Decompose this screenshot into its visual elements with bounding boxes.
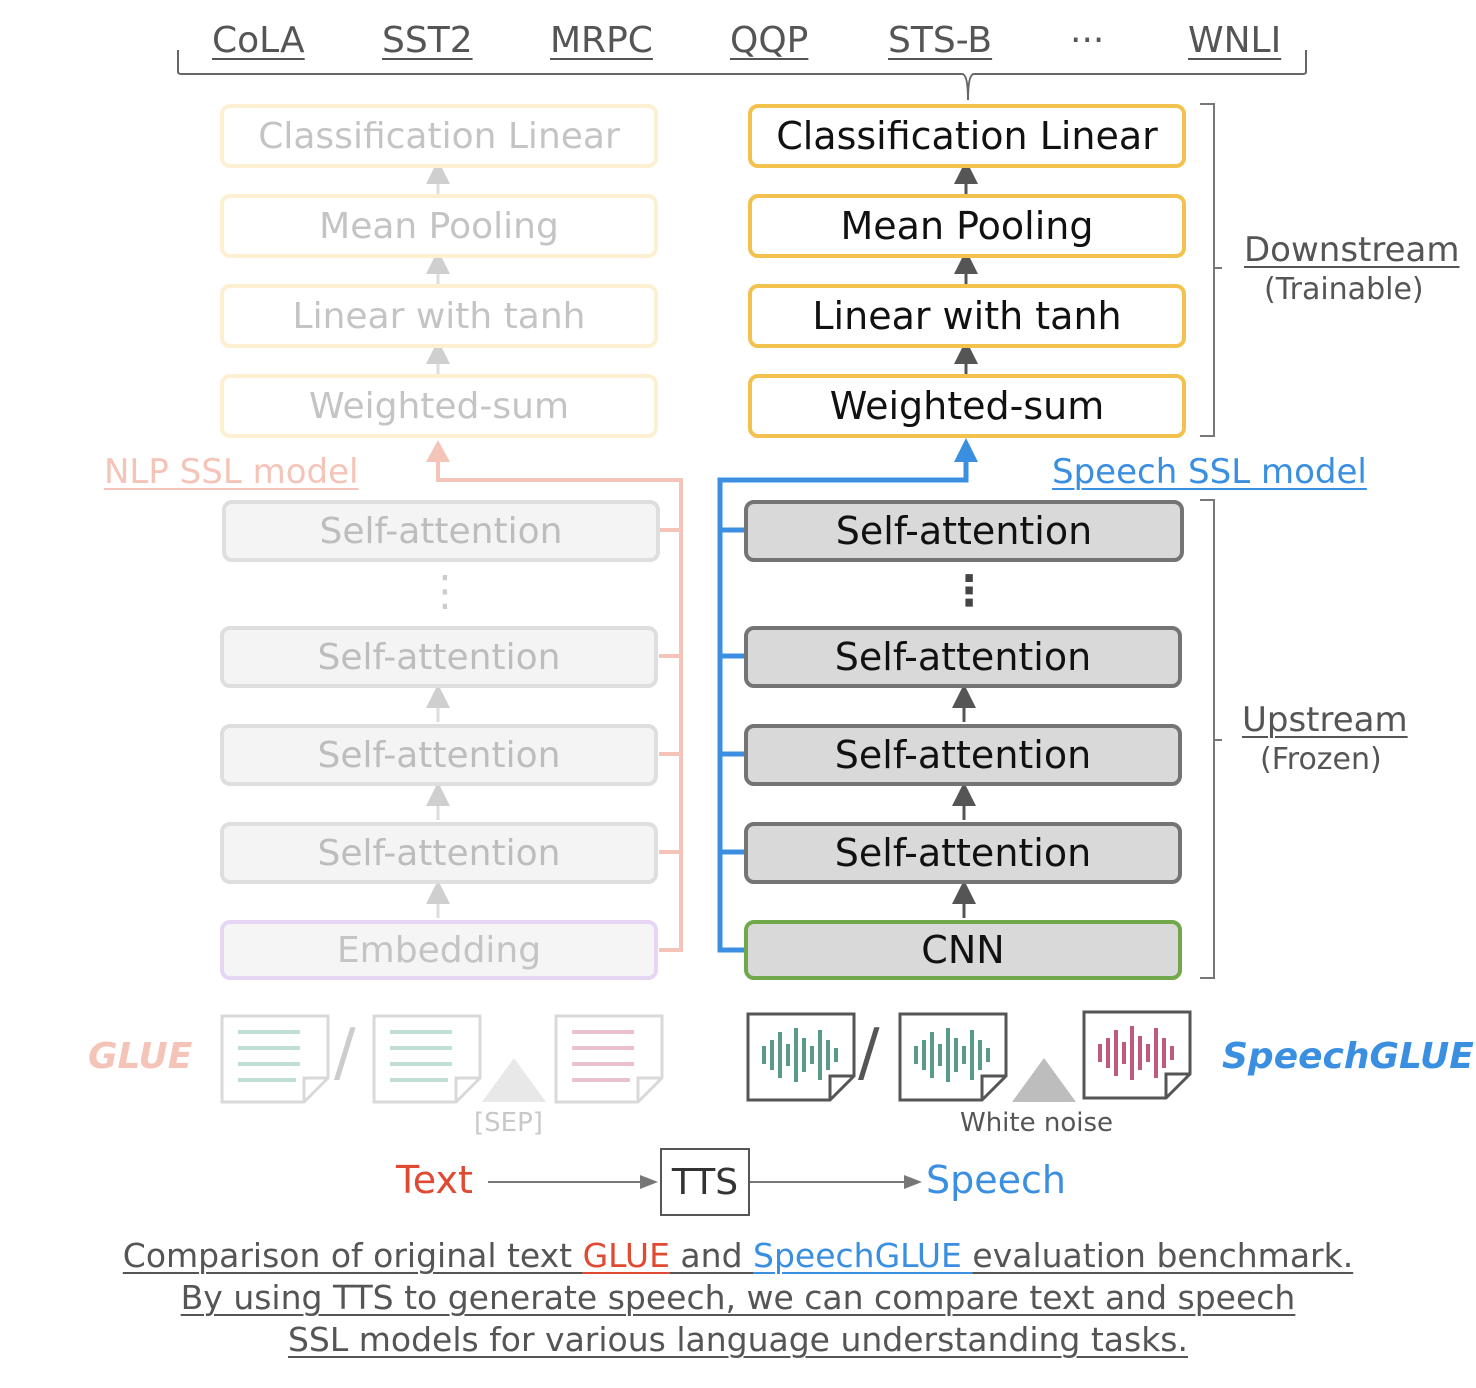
nlp-ellipsis-dots: ⋮ — [424, 566, 466, 615]
caption-line-3: SSL models for various language understa… — [287, 1320, 1188, 1359]
speech-waveform-icon-2 — [898, 1012, 1008, 1102]
glue-document-icon-3 — [554, 1014, 664, 1104]
speech-self-attention-2: Self-attention — [744, 724, 1182, 786]
nlp-ssl-model-label: NLP SSL model — [104, 452, 359, 492]
downstream-bracket — [1200, 103, 1222, 437]
sep-label: [SEP] — [474, 1108, 543, 1138]
speech-mean-pooling: Mean Pooling — [748, 194, 1186, 258]
task-brace — [177, 50, 1307, 101]
task-cola: CoLA — [212, 20, 305, 61]
task-sst2: SST2 — [382, 20, 473, 61]
upstream-label: Upstream — [1242, 700, 1408, 740]
white-noise-triangle — [1012, 1058, 1076, 1102]
speechglue-label: SpeechGLUE — [1222, 1036, 1474, 1077]
speech-classification-linear: Classification Linear — [748, 104, 1186, 168]
task-wnli: WNLI — [1188, 20, 1282, 61]
glue-document-icon-2 — [372, 1014, 482, 1104]
nlp-self-attention-1: Self-attention — [220, 822, 658, 884]
task-qqp: QQP — [730, 20, 809, 61]
nlp-self-attention-top: Self-attention — [222, 500, 660, 562]
text-label: Text — [396, 1158, 473, 1202]
nlp-aggregation-line — [436, 462, 683, 952]
glue-label: GLUE — [88, 1036, 193, 1077]
downstream-sublabel: (Trainable) — [1264, 272, 1424, 307]
speech-label: Speech — [926, 1158, 1066, 1202]
speech-waveform-icon-3 — [1082, 1010, 1192, 1100]
speech-waveform-icon-1 — [746, 1012, 856, 1102]
sep-triangle — [482, 1058, 546, 1102]
speech-weighted-sum: Weighted-sum — [748, 374, 1186, 438]
speech-cnn: CNN — [744, 920, 1182, 980]
nlp-weighted-sum: Weighted-sum — [220, 374, 658, 438]
upstream-sublabel: (Frozen) — [1260, 742, 1382, 777]
nlp-self-attention-3: Self-attention — [220, 626, 658, 688]
speech-self-attention-1: Self-attention — [744, 822, 1182, 884]
nlp-classification-linear: Classification Linear — [220, 104, 658, 168]
task-ellipsis: ··· — [1070, 20, 1105, 61]
nlp-mean-pooling: Mean Pooling — [220, 194, 658, 258]
glue-document-icon-1 — [220, 1014, 330, 1104]
speech-aggregation-line — [717, 462, 969, 953]
speech-self-attention-3: Self-attention — [744, 626, 1182, 688]
speech-slash: / — [858, 1016, 880, 1090]
nlp-aggregation-arrowhead — [426, 440, 450, 462]
speech-ellipsis-dots: ⋮ — [948, 566, 990, 615]
tts-box: TTS — [660, 1148, 750, 1216]
glue-slash: / — [334, 1016, 356, 1090]
caption-line-1: Comparison of original text GLUE and Spe… — [122, 1236, 1354, 1275]
upstream-bracket — [1200, 499, 1222, 979]
speech-ssl-model-label: Speech SSL model — [1052, 452, 1367, 492]
nlp-embedding: Embedding — [220, 920, 658, 980]
nlp-self-attention-2: Self-attention — [220, 724, 658, 786]
speech-self-attention-top: Self-attention — [744, 500, 1184, 562]
white-noise-label: White noise — [960, 1108, 1114, 1138]
task-mrpc: MRPC — [550, 20, 653, 61]
speech-aggregation-arrowhead — [954, 438, 978, 462]
nlp-linear-tanh: Linear with tanh — [220, 284, 658, 348]
caption-line-2: By using TTS to generate speech, we can … — [180, 1278, 1296, 1317]
speech-linear-tanh: Linear with tanh — [748, 284, 1186, 348]
downstream-label: Downstream — [1244, 230, 1460, 270]
task-stsb: STS-B — [888, 20, 993, 61]
